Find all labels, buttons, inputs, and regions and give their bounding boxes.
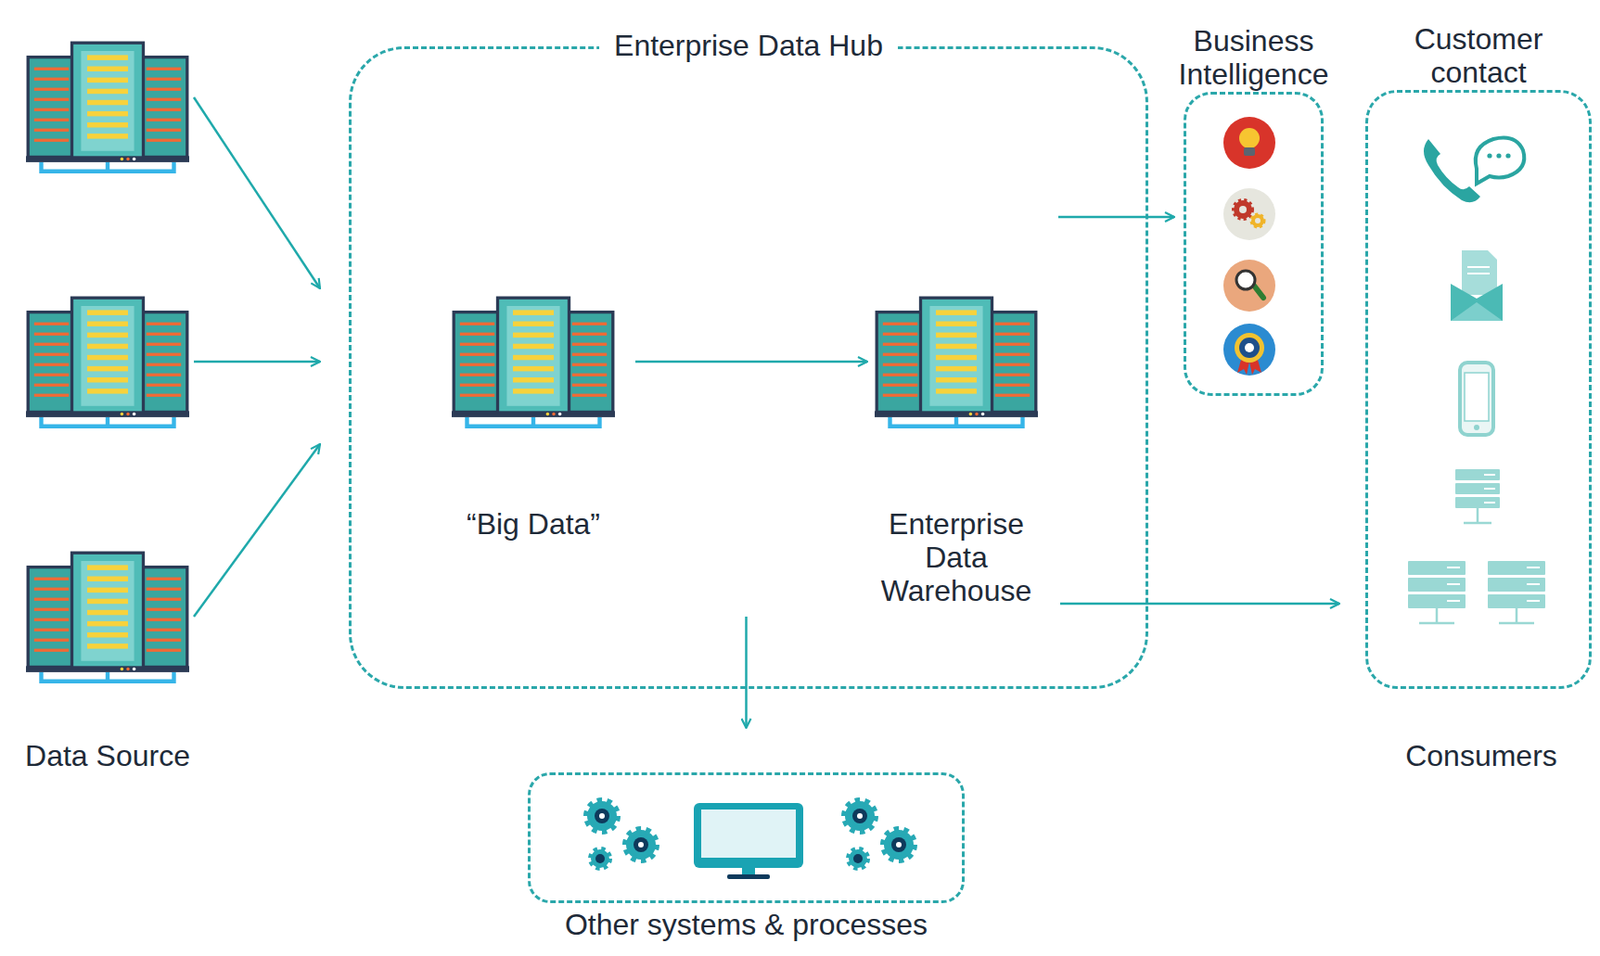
connector-arrow — [1060, 602, 1340, 606]
node-text: Enterprise Data Hub — [599, 28, 898, 63]
hub-region: Enterprise Data Hub“Big Data”Enterprise … — [348, 46, 1149, 690]
connector-arrow — [1058, 216, 1175, 219]
connector-arrow — [635, 360, 868, 364]
bi-icons — [1223, 116, 1276, 376]
source-arrow — [193, 97, 320, 617]
group-box: Customer contact — [1365, 89, 1592, 690]
node-text: Other systems & processes — [530, 908, 962, 942]
node-text: Customer contact — [1376, 22, 1581, 90]
group-label: Consumers — [1405, 739, 1558, 773]
node-text: Business Intelligence — [1152, 24, 1357, 91]
gears-and-monitor — [587, 801, 914, 880]
server-node: Enterprise Data Warehouse — [863, 295, 1050, 602]
group-label: Data Source — [25, 739, 191, 773]
server-node: “Big Data” — [440, 295, 627, 556]
connector-arrow — [744, 616, 748, 729]
node-text: “Big Data” — [440, 507, 627, 541]
node-text: Enterprise Data Warehouse — [863, 507, 1050, 608]
group-box: Business Intelligence — [1183, 91, 1324, 397]
contact-icons — [1408, 138, 1546, 625]
group-box: Other systems & processes — [527, 772, 965, 904]
